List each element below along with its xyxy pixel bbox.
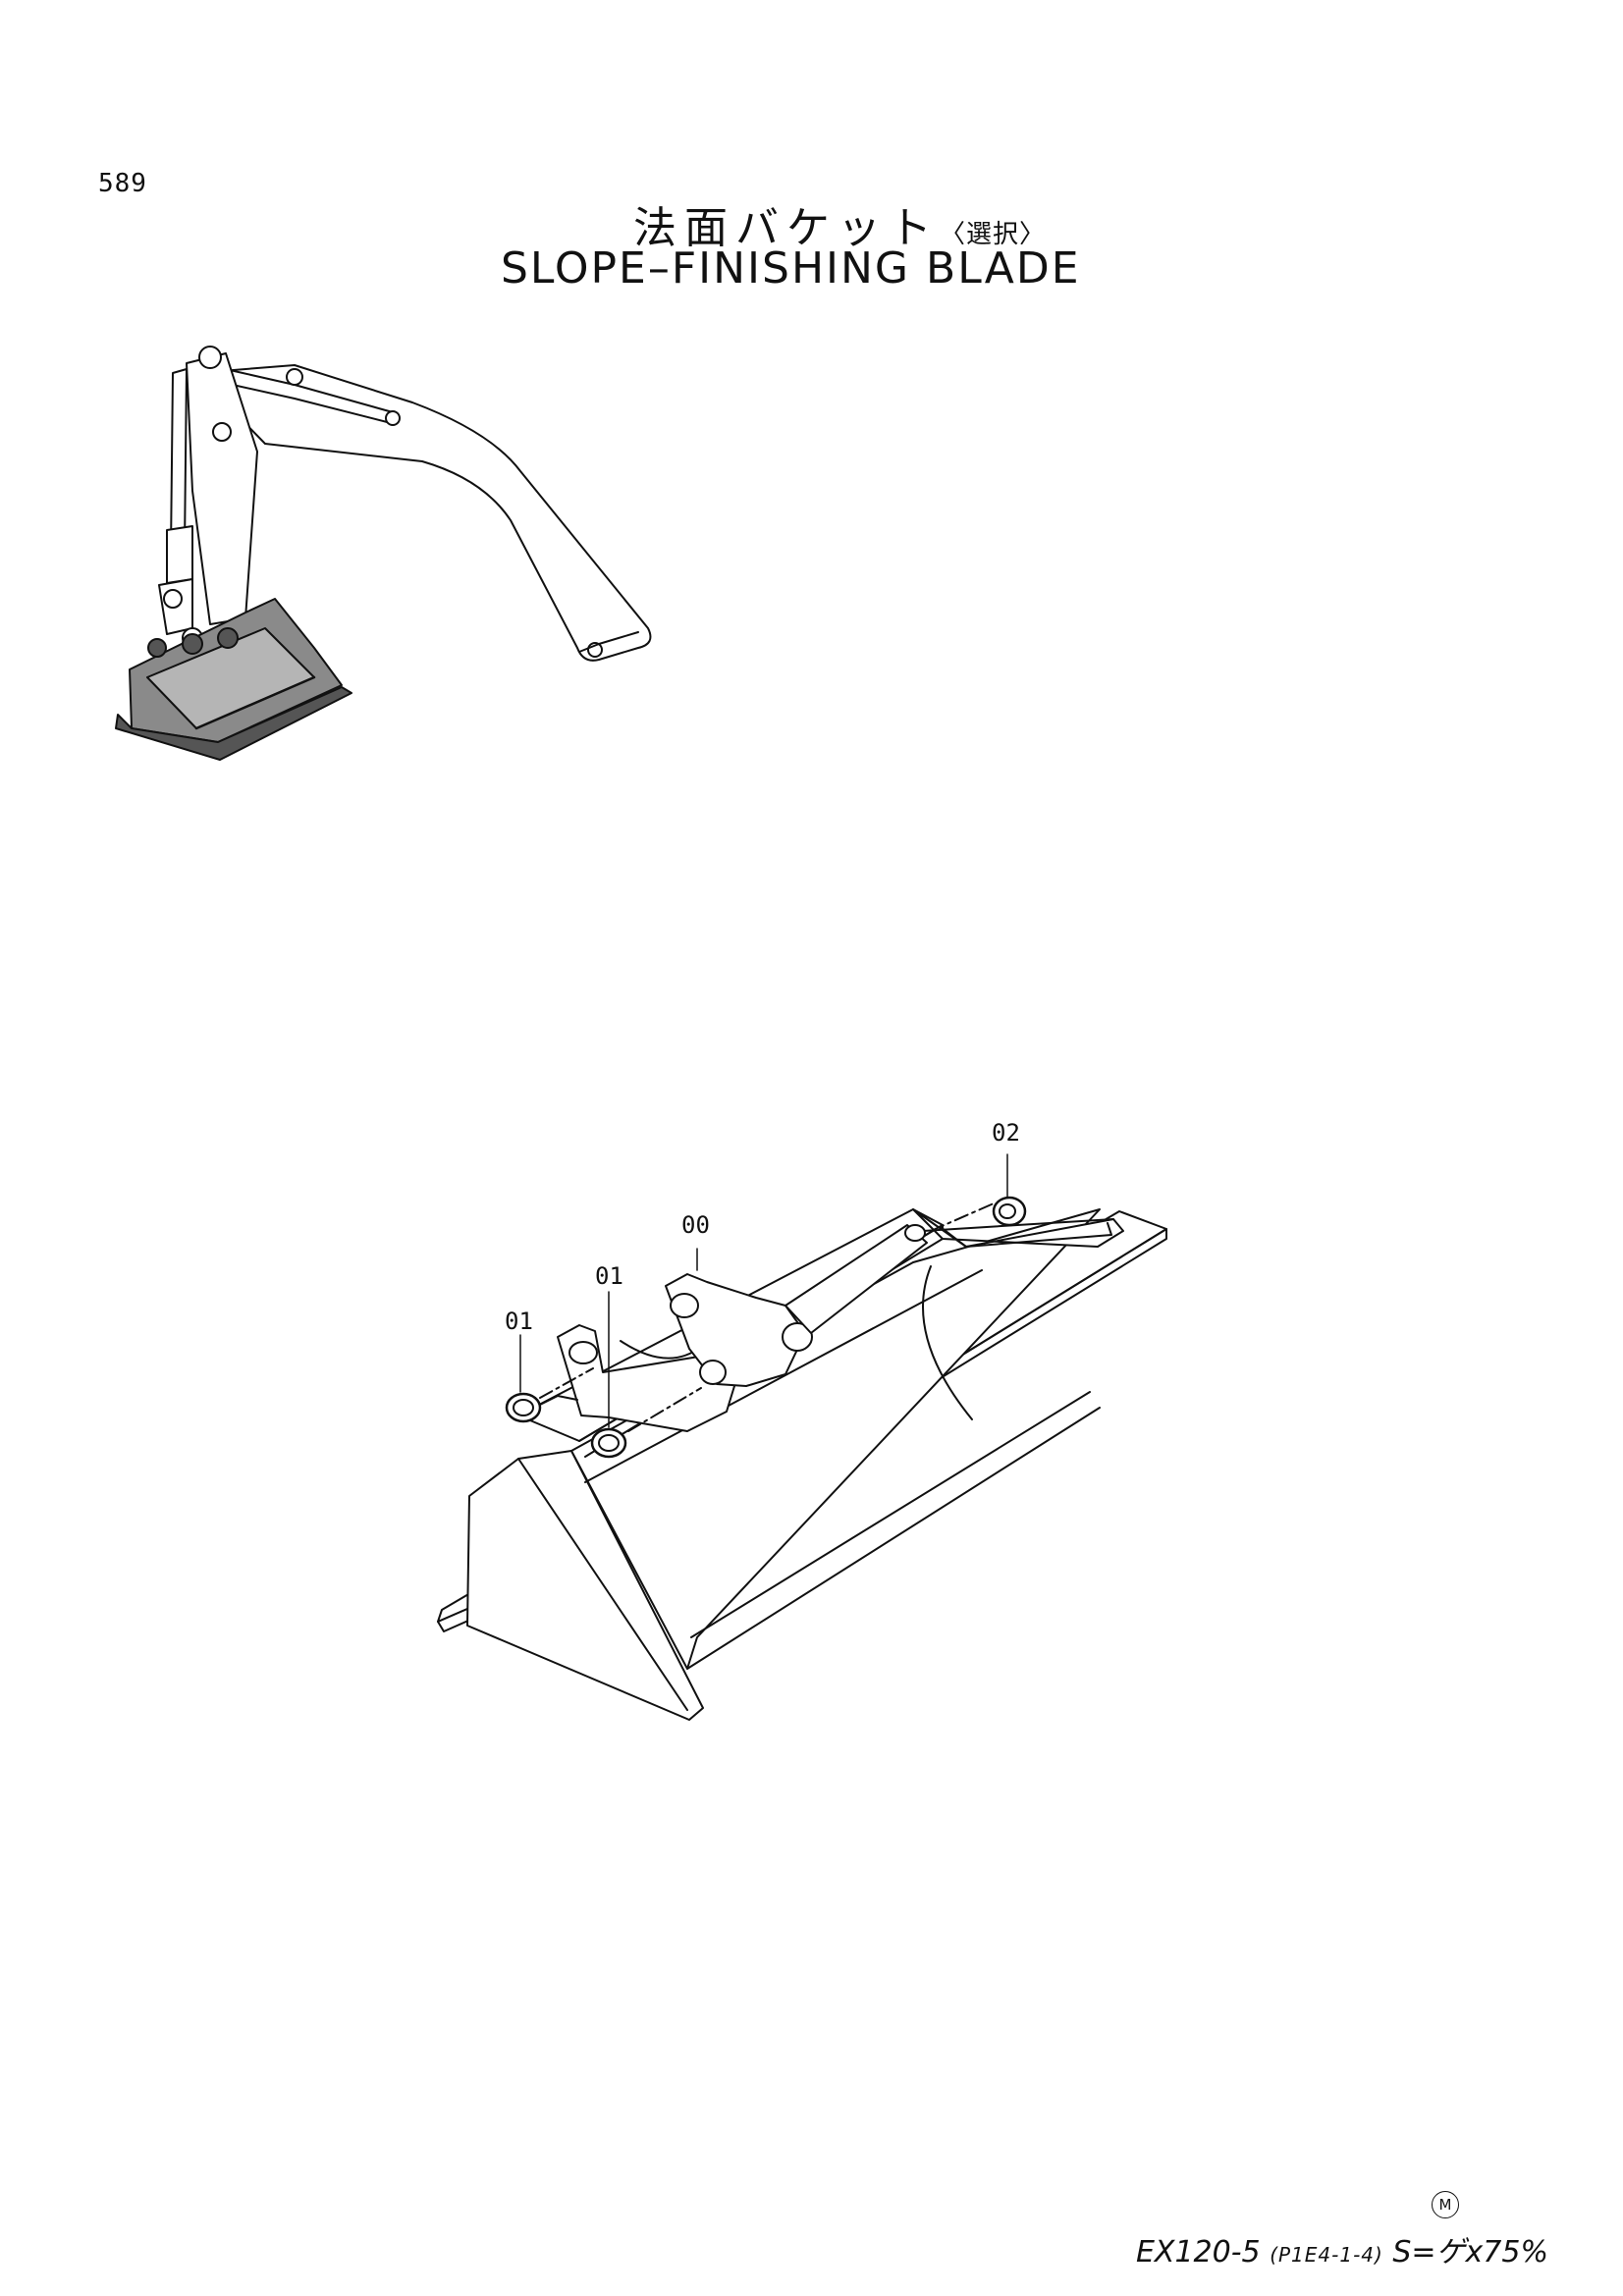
bushing-02 <box>992 1196 1027 1227</box>
callout-01-upper: 01 <box>595 1262 623 1290</box>
bushing-01-center <box>590 1427 627 1459</box>
title-japanese: 法面バケット〈選択〉 <box>633 192 1046 255</box>
bushing-01-left <box>505 1392 542 1423</box>
callout-01-lower: 01 <box>505 1308 533 1335</box>
footer-model: EX120-5 <box>1135 2235 1261 2269</box>
title-jp-main: 法面バケット <box>633 203 940 253</box>
footer-code: (P1E4-1-4) <box>1270 2243 1383 2267</box>
page-number: 589 <box>98 169 147 198</box>
marking-symbol: M <box>1432 2191 1459 2218</box>
footer-reference: EX120-5 (P1E4-1-4) S=ゲx75% <box>1136 2227 1548 2270</box>
footer-scale: S=ゲx75% <box>1392 2235 1548 2269</box>
callout-00: 00 <box>681 1211 710 1239</box>
excavator-arm-thumbnail <box>115 346 652 761</box>
slope-bucket-drawing <box>437 1153 1167 1721</box>
title-english: SLOPE–FINISHING BLADE <box>501 243 1081 294</box>
callout-02: 02 <box>992 1119 1020 1147</box>
title-jp-sub: 〈選択〉 <box>940 220 1047 249</box>
